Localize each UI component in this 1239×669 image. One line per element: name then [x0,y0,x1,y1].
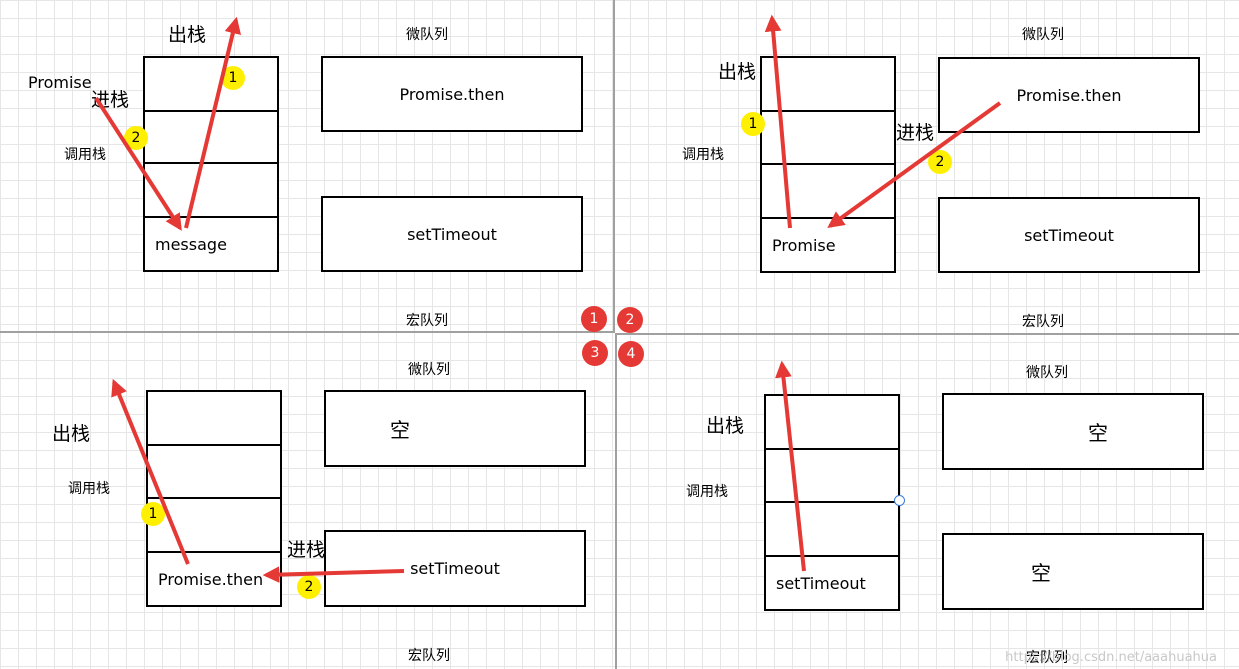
call-stack-label: 调用栈 [68,481,110,497]
push-arrow [827,101,1002,228]
call-stack-label: 调用栈 [686,484,728,500]
panel-number-badge: 4 [618,341,644,367]
panel-number-badge: 1 [581,306,607,332]
vertical-divider-top [613,0,615,333]
step-badge: 1 [221,66,245,90]
micro-queue-label: 微队列 [406,27,448,43]
micro-queue-label: 微队列 [1026,365,1068,381]
micro-queue-label: 微队列 [1022,27,1064,43]
macro-queue-box: setTimeout [321,196,583,272]
micro-queue-box: 空 [324,390,586,467]
stack-slot [146,390,282,446]
stack-item: Promise.then [146,551,282,607]
step-badge: 2 [297,575,321,599]
macro-queue-label: 宏队列 [408,648,450,664]
horizontal-divider-left [0,331,613,333]
stack-slot [760,163,896,219]
macro-queue-box: setTimeout [324,530,586,607]
macro-queue-label: 宏队列 [1026,650,1068,666]
step-badge: 1 [741,112,765,136]
stack-item: setTimeout [764,555,900,611]
push-arrow [262,566,405,584]
push-arrow [94,96,182,231]
stack-slot [764,501,900,557]
watermark: https://blog.csdn.net/aaahuahua [1005,650,1217,665]
call-stack-label: 调用栈 [64,147,106,163]
horizontal-divider-right [615,333,1239,335]
stack-slot [760,56,896,112]
push-label: 进栈 [287,539,326,561]
selection-handle [894,495,905,506]
pop-label: 出栈 [718,61,757,83]
macro-queue-label: 宏队列 [1022,314,1064,330]
panel-number-badge: 3 [582,340,608,366]
macro-queue-box: setTimeout [938,197,1200,273]
pop-arrow [775,360,806,572]
push-label: 进栈 [896,122,935,144]
panel-number-badge: 2 [617,307,643,333]
vertical-divider-bottom [615,333,617,669]
pop-arrow [184,16,242,229]
micro-queue-box: 空 [942,393,1204,470]
pop-arrow [764,14,792,229]
pop-label: 出栈 [168,24,207,46]
promise-source-label: Promise [28,73,92,92]
micro-queue-box: Promise.then [938,57,1200,133]
macro-queue-box: 空 [942,533,1204,610]
pop-label: 出栈 [706,415,745,437]
stack-slot [764,448,900,503]
micro-queue-box: Promise.then [321,56,583,132]
step-badge: 1 [141,502,165,526]
micro-queue-label: 微队列 [408,362,450,378]
call-stack-label: 调用栈 [682,147,724,163]
pop-arrow [111,378,190,565]
pop-label: 出栈 [52,423,91,445]
macro-queue-label: 宏队列 [406,313,448,329]
